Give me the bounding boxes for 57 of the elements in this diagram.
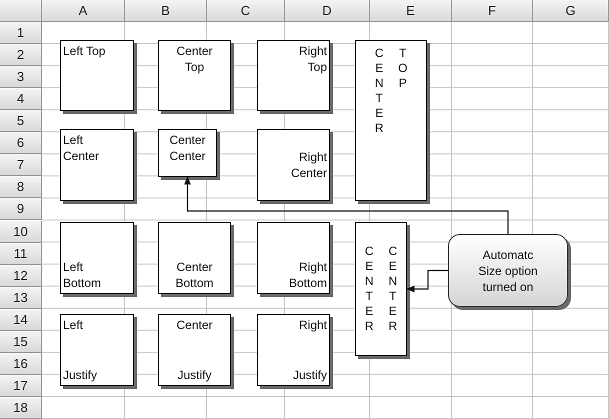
- row-header: 15: [0, 330, 42, 353]
- label-text: Center Top: [175, 43, 214, 75]
- row-header: 13: [0, 286, 42, 309]
- callout-box: [448, 234, 568, 307]
- vertical-text: CENTER TOP: [374, 46, 408, 136]
- row-header: 7: [0, 154, 42, 176]
- label-text: Right Bottom: [288, 259, 327, 291]
- text-box: [355, 222, 407, 356]
- text-box: [257, 314, 330, 386]
- row-header: 5: [0, 110, 42, 132]
- column-header: C: [207, 0, 285, 22]
- row-header: 17: [0, 374, 42, 397]
- row-header: 11: [0, 242, 42, 265]
- text-box: [60, 129, 134, 201]
- row-header: 18: [0, 396, 42, 419]
- row-header: 8: [0, 176, 42, 198]
- label-text: Center Justify: [175, 317, 214, 383]
- row-header: 4: [0, 88, 42, 110]
- label-text: Left Top: [63, 43, 106, 59]
- row-header: 2: [0, 44, 42, 66]
- text-box: [158, 222, 231, 294]
- text-box: [257, 222, 330, 294]
- connector-arrow: [406, 270, 448, 292]
- row-header: 6: [0, 132, 42, 154]
- column-header: B: [125, 0, 207, 22]
- column-header: D: [285, 0, 370, 22]
- connector-arrow: [184, 176, 509, 234]
- text-box: [158, 40, 231, 111]
- vertical-text: CENTER CENTER: [364, 244, 398, 334]
- text-box: [60, 40, 134, 111]
- label-text: Right Center: [290, 149, 327, 181]
- row-header: 10: [0, 220, 42, 243]
- text-box: [257, 40, 330, 111]
- label-text: Left Justify: [63, 317, 98, 383]
- row-header: 9: [0, 198, 42, 220]
- callout-text: Automatc Size option turned on: [477, 246, 539, 294]
- text-box: [355, 40, 427, 201]
- label-text: Left Center: [63, 132, 100, 164]
- label-text: Right Top: [298, 43, 327, 75]
- text-box: [158, 314, 231, 386]
- label-text: Left Bottom: [63, 259, 102, 291]
- row-header: 12: [0, 264, 42, 287]
- text-box: [60, 222, 134, 294]
- column-header: F: [452, 0, 533, 22]
- row-header: 1: [0, 22, 42, 44]
- text-box: [257, 129, 330, 201]
- column-header: A: [42, 0, 125, 22]
- text-box: [158, 129, 217, 177]
- row-header: 3: [0, 66, 42, 88]
- row-header: 16: [0, 352, 42, 375]
- column-header: E: [370, 0, 452, 22]
- column-header: G: [533, 0, 609, 22]
- row-header: 14: [0, 308, 42, 331]
- text-box: [60, 314, 134, 386]
- label-text: Center Bottom: [174, 259, 214, 291]
- label-text: Right Justify: [292, 317, 327, 383]
- label-text: Center Center: [168, 132, 207, 164]
